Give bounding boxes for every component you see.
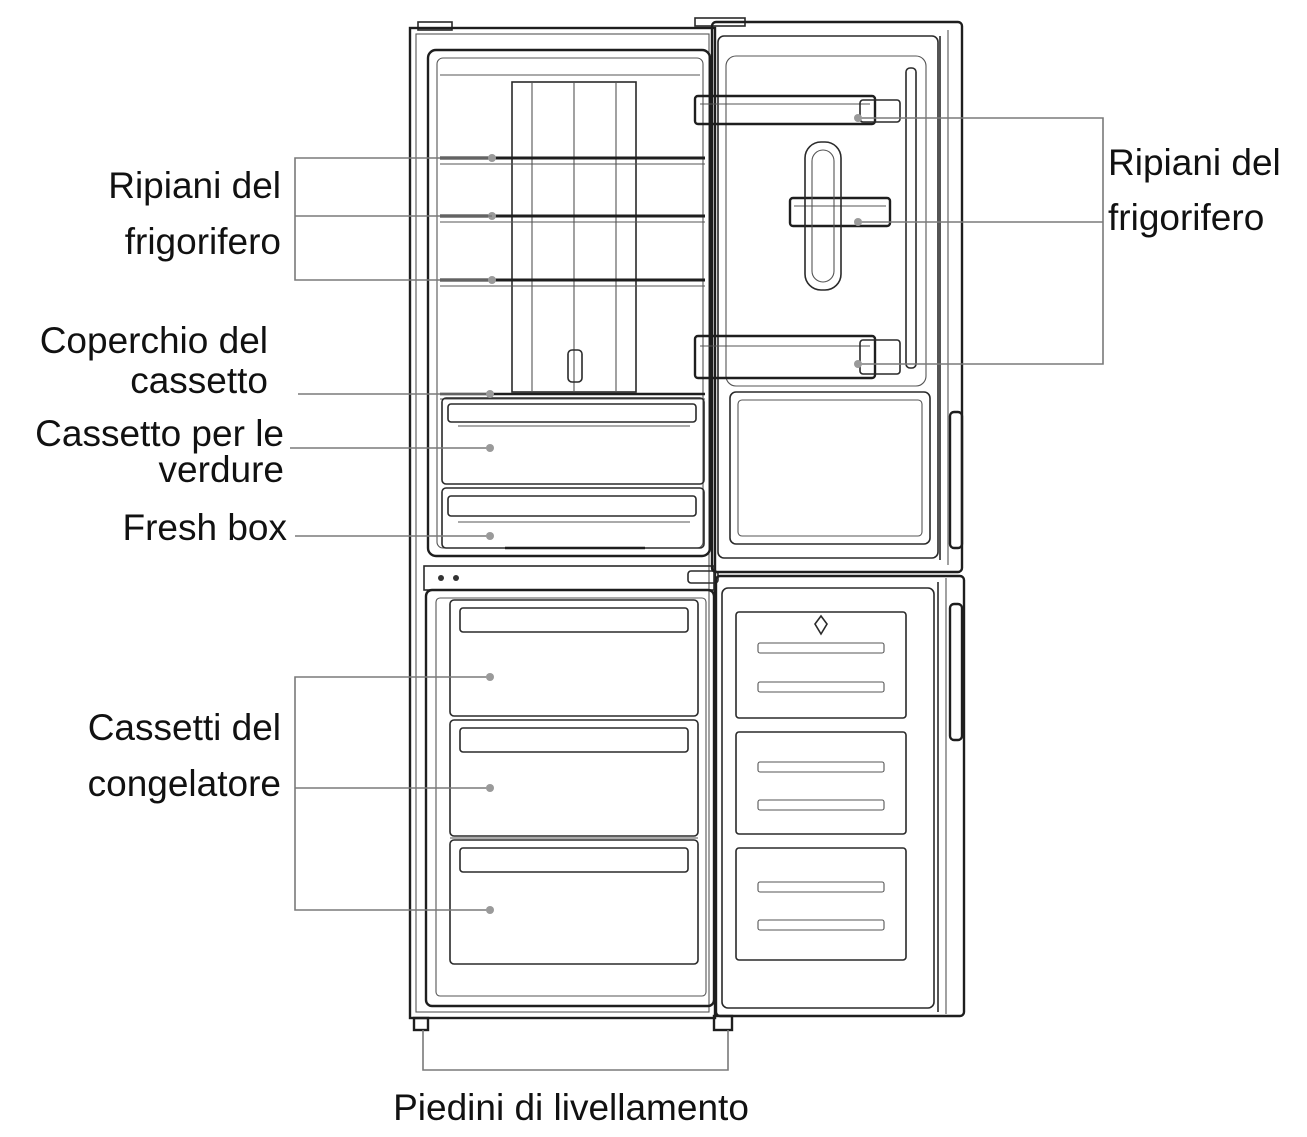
- label-fresh-box: Fresh box: [122, 507, 287, 548]
- label-crisper-line2: verdure: [159, 449, 284, 490]
- freezer-door: [714, 574, 966, 1018]
- label-leveling-feet: Piedini di livellamento: [393, 1087, 749, 1128]
- door-shelves: [693, 94, 901, 380]
- freezer-drawers: [449, 599, 699, 965]
- fridge-back-panel: [440, 74, 700, 393]
- label-fridge-shelves-right-line1: Ripiani del: [1108, 142, 1281, 183]
- refrigerator-body: [408, 17, 746, 1032]
- label-fridge-shelves-left-line2: frigorifero: [125, 221, 281, 262]
- label-freezer-drawers-line1: Cassetti del: [88, 707, 281, 748]
- label-drawer-cover-line2: cassetto: [130, 360, 268, 401]
- fresh-box: [441, 487, 705, 550]
- label-crisper-line1: Cassetto per le: [35, 413, 284, 454]
- fridge-shelves: [440, 156, 705, 287]
- leader-lines: [290, 114, 1104, 1071]
- label-drawer-cover-line1: Coperchio del: [40, 320, 268, 361]
- labels: Ripiani del frigorifero Ripiani del frig…: [35, 142, 1281, 1128]
- fridge-door: [710, 20, 964, 574]
- crisper-drawer: [441, 397, 705, 485]
- label-fridge-shelves-left-line1: Ripiani del: [108, 165, 281, 206]
- label-freezer-drawers-line2: congelatore: [88, 763, 281, 804]
- label-fridge-shelves-right-line2: frigorifero: [1108, 197, 1264, 238]
